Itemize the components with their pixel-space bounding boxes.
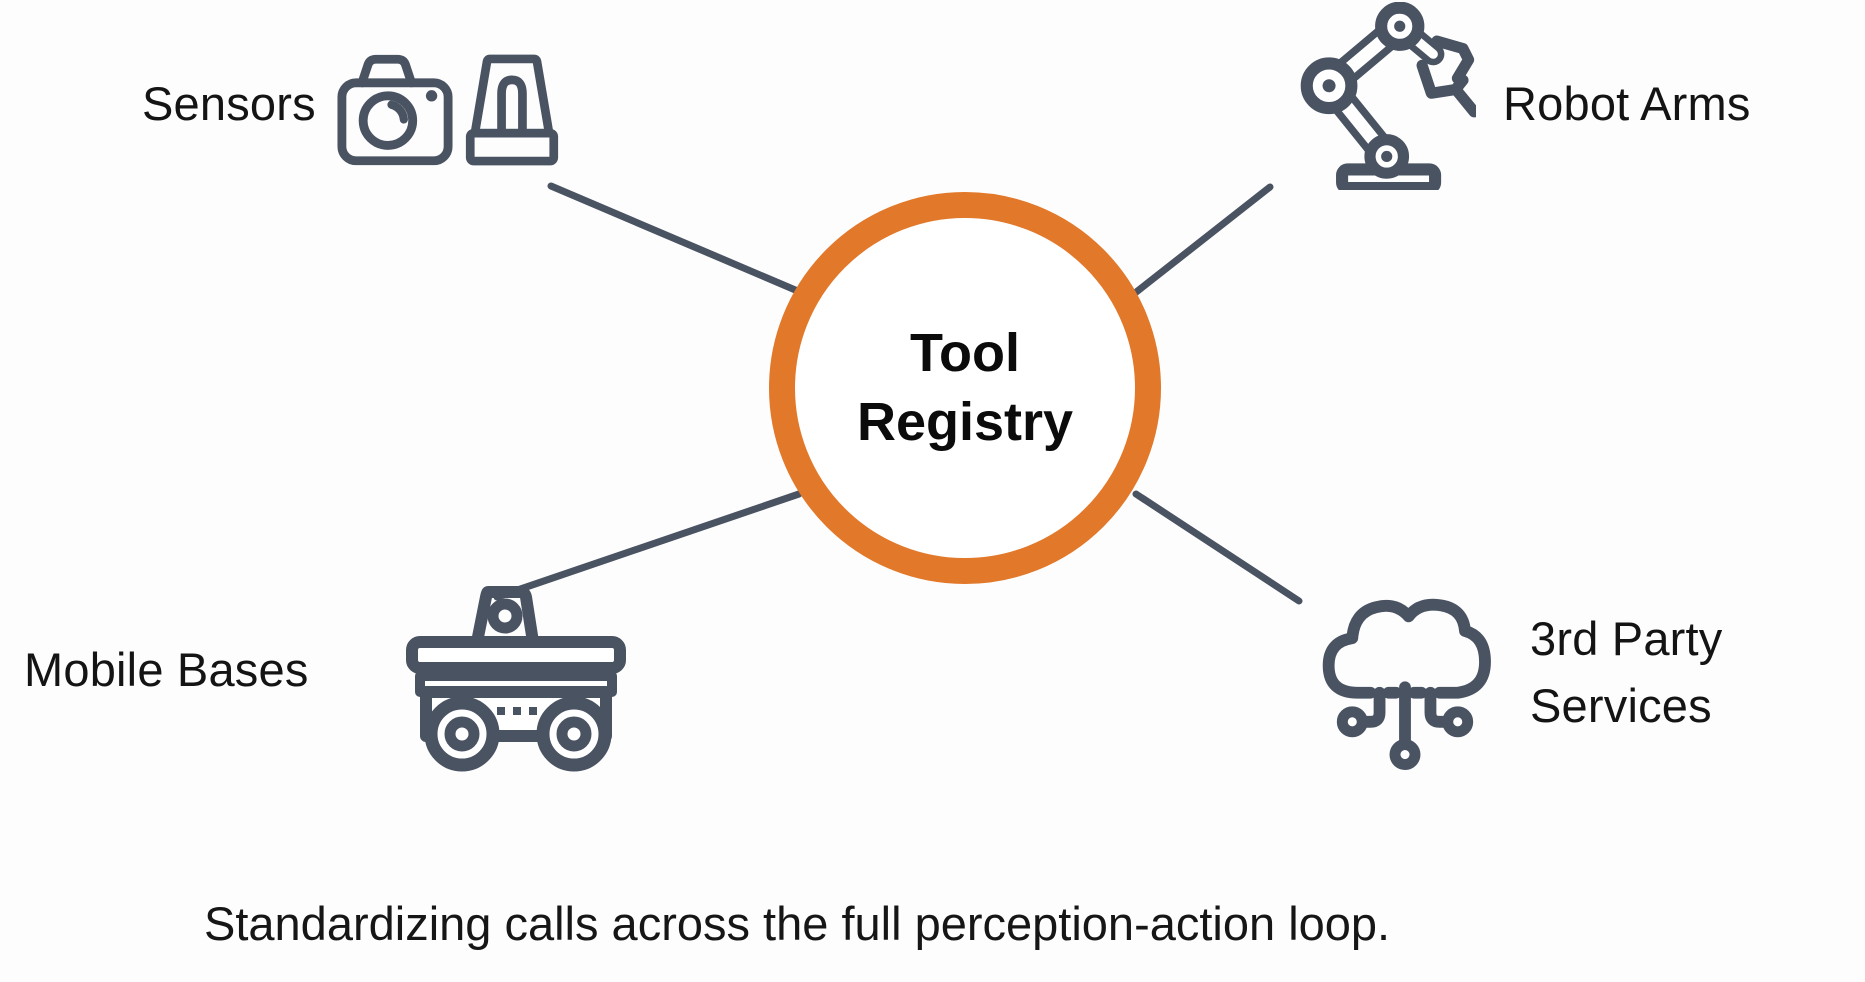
caption-text: Standardizing calls across the full perc… bbox=[204, 897, 1391, 950]
tool-registry-node: Tool Registry bbox=[769, 192, 1161, 584]
sensors-label: Sensors bbox=[142, 77, 316, 130]
camera-icon bbox=[337, 54, 453, 166]
mobile-robot-base-icon bbox=[406, 586, 626, 772]
third-party-services-label: 3rd Party Services bbox=[1530, 612, 1723, 732]
robot-arms-label: Robot Arms bbox=[1503, 77, 1751, 130]
tool-registry-label: Tool Registry bbox=[856, 323, 1074, 452]
lidar-beacon-icon bbox=[465, 54, 559, 166]
cloud-circuit-icon bbox=[1322, 598, 1491, 770]
robot-arm-icon bbox=[1300, 2, 1476, 190]
mobile-bases-label: Mobile Bases bbox=[24, 643, 309, 696]
